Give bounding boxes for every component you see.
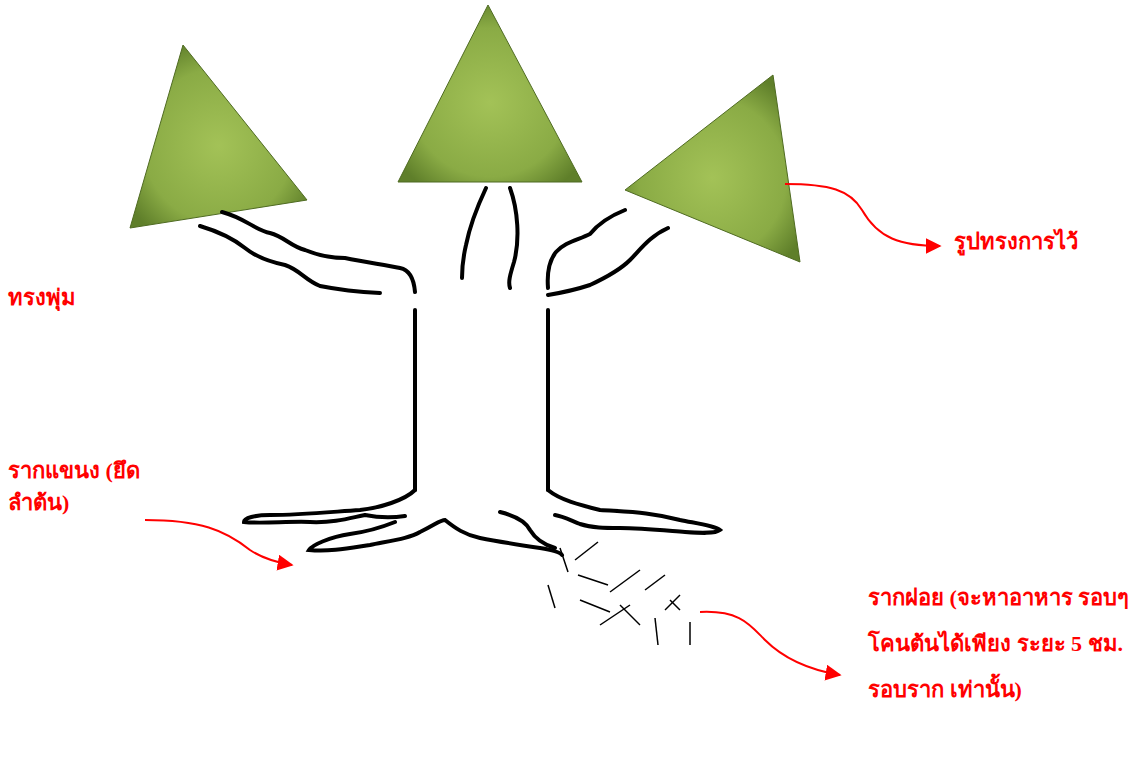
fine-root-label: รากฝอย (จะหาอาหาร รอบๆโคนต้นได้เพียง ระย… xyxy=(868,575,1130,713)
trunk-branches xyxy=(200,188,720,555)
fine-roots xyxy=(548,542,690,645)
shape-label: รูปทรงการไว้ xyxy=(954,226,1129,258)
canopy-triangles xyxy=(130,5,800,262)
leader-arrows xyxy=(145,184,940,675)
branch-root-label: รากแขนง (ยึดลำต้น) xyxy=(8,455,148,519)
canopy-label: ทรงพุ่ม xyxy=(8,282,148,314)
